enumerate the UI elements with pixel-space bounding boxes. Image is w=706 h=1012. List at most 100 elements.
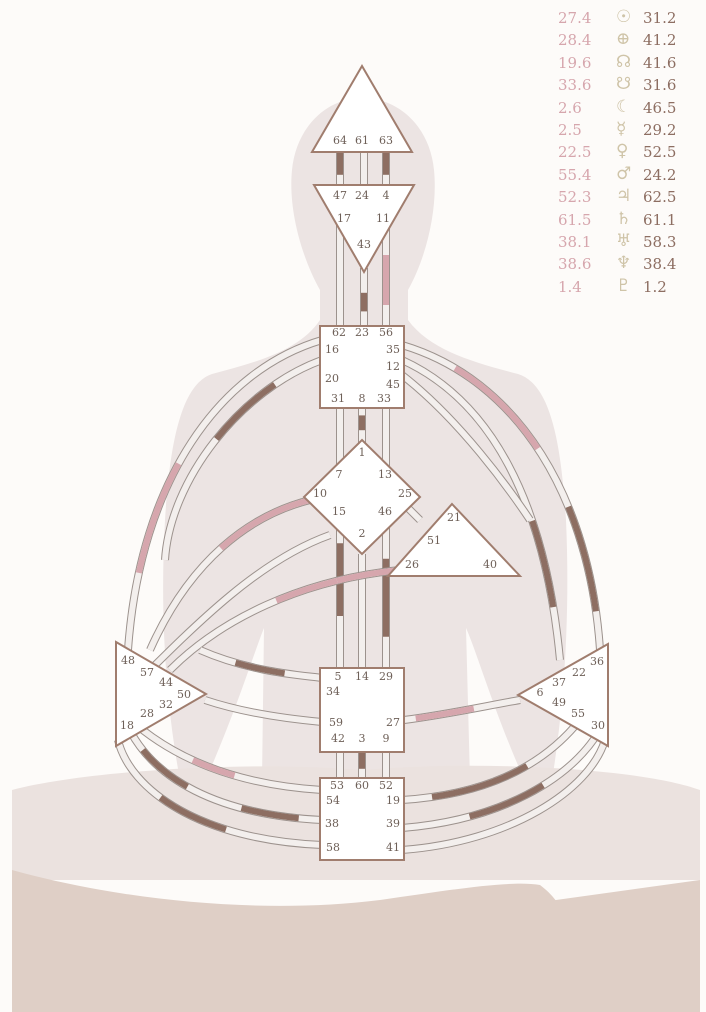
gate-number: 30 bbox=[591, 719, 605, 732]
gate-number: 51 bbox=[427, 534, 441, 547]
planet-row: 33.6 ☋ 31.6 bbox=[558, 76, 696, 98]
gate-number: 1 bbox=[359, 446, 366, 459]
gate-number: 25 bbox=[398, 487, 412, 500]
gate-number: 33 bbox=[377, 392, 391, 405]
design-value: 1.4 bbox=[558, 278, 582, 296]
gate-number: 41 bbox=[386, 841, 400, 854]
planet-row: 55.4 ♂ 24.2 bbox=[558, 166, 696, 188]
gate-number: 45 bbox=[386, 378, 400, 391]
planet-row: 38.1 ♅ 58.3 bbox=[558, 233, 696, 255]
gate-number: 27 bbox=[386, 716, 400, 729]
gate-number: 55 bbox=[571, 707, 585, 720]
saturn-icon: ♄ bbox=[616, 209, 631, 229]
gate-number: 3 bbox=[359, 732, 366, 745]
gate-number: 35 bbox=[386, 343, 400, 356]
design-value: 61.5 bbox=[558, 211, 591, 229]
gate-number: 38 bbox=[325, 817, 339, 830]
design-value: 19.6 bbox=[558, 54, 591, 72]
personality-value: 61.1 bbox=[643, 211, 676, 229]
planet-row: 2.5☿29.2 bbox=[558, 121, 696, 143]
gate-number: 7 bbox=[336, 468, 343, 481]
south-node-icon: ☋ bbox=[616, 74, 631, 94]
jupiter-icon: ♃ bbox=[616, 186, 631, 206]
gate-number: 15 bbox=[332, 505, 346, 518]
gate-number: 31 bbox=[331, 392, 345, 405]
north-node-icon: ☊ bbox=[616, 52, 631, 72]
uranus-icon: ♅ bbox=[616, 231, 631, 251]
gate-number: 6 bbox=[537, 686, 544, 699]
gate-number: 4 bbox=[383, 189, 390, 202]
gate-number: 26 bbox=[405, 558, 419, 571]
gate-number: 5 bbox=[335, 670, 342, 683]
earth-icon: ⊕ bbox=[616, 29, 630, 49]
gate-number: 11 bbox=[376, 212, 390, 225]
gate-number: 24 bbox=[355, 189, 369, 202]
gate-number: 56 bbox=[379, 326, 393, 339]
planet-row: 1.4♇1.2 bbox=[558, 278, 696, 300]
personality-value: 38.4 bbox=[643, 255, 676, 273]
gate-number: 62 bbox=[332, 326, 346, 339]
design-value: 38.6 bbox=[558, 255, 591, 273]
gate-number: 42 bbox=[331, 732, 345, 745]
gate-number: 58 bbox=[326, 841, 340, 854]
gate-number: 59 bbox=[329, 716, 343, 729]
ground bbox=[12, 870, 700, 1012]
personality-value: 31.2 bbox=[643, 9, 676, 27]
personality-value: 31.6 bbox=[643, 76, 676, 94]
gate-number: 47 bbox=[333, 189, 347, 202]
gate-number: 9 bbox=[383, 732, 390, 745]
gate-number: 14 bbox=[355, 670, 369, 683]
personality-value: 58.3 bbox=[643, 233, 676, 251]
gate-number: 20 bbox=[325, 372, 339, 385]
planet-row: 2.6☾46.5 bbox=[558, 99, 696, 121]
gate-number: 49 bbox=[552, 696, 566, 709]
gate-number: 22 bbox=[572, 666, 586, 679]
personality-value: 29.2 bbox=[643, 121, 676, 139]
gate-number: 23 bbox=[355, 326, 369, 339]
gate-number: 43 bbox=[357, 238, 371, 251]
gate-number: 29 bbox=[379, 670, 393, 683]
mercury-icon: ☿ bbox=[616, 119, 626, 139]
gate-number: 64 bbox=[333, 134, 347, 147]
gate-number: 44 bbox=[159, 676, 173, 689]
planet-row: 22.5 ♀ 52.5 bbox=[558, 143, 696, 165]
gate-number: 8 bbox=[359, 392, 366, 405]
gate-number: 60 bbox=[355, 779, 369, 792]
gate-number: 28 bbox=[140, 707, 154, 720]
design-value: 2.6 bbox=[558, 99, 582, 117]
gate-number: 39 bbox=[386, 817, 400, 830]
gate-number: 46 bbox=[378, 505, 392, 518]
planet-row: 38.6 ♆ 38.4 bbox=[558, 255, 696, 277]
gate-number: 36 bbox=[590, 655, 604, 668]
gate-number: 57 bbox=[140, 666, 154, 679]
pluto-icon: ♇ bbox=[616, 276, 631, 296]
mars-icon: ♂ bbox=[616, 164, 631, 184]
neptune-icon: ♆ bbox=[616, 253, 631, 273]
personality-value: 52.5 bbox=[643, 143, 676, 161]
personality-value: 24.2 bbox=[643, 166, 676, 184]
gate-number: 40 bbox=[483, 558, 497, 571]
design-value: 38.1 bbox=[558, 233, 591, 251]
gate-number: 32 bbox=[159, 698, 173, 711]
design-value: 22.5 bbox=[558, 143, 591, 161]
planet-row: 61.5 ♄ 61.1 bbox=[558, 211, 696, 233]
gate-number: 63 bbox=[379, 134, 393, 147]
gate-number: 10 bbox=[313, 487, 327, 500]
planet-row: 28.4⊕41.2 bbox=[558, 31, 696, 53]
gate-number: 61 bbox=[355, 134, 369, 147]
planet-row: 19.6☊41.6 bbox=[558, 54, 696, 76]
gate-number: 12 bbox=[386, 360, 400, 373]
design-value: 33.6 bbox=[558, 76, 591, 94]
design-value: 55.4 bbox=[558, 166, 591, 184]
personality-value: 62.5 bbox=[643, 188, 676, 206]
gate-number: 18 bbox=[120, 719, 134, 732]
gate-number: 37 bbox=[552, 676, 566, 689]
gate-number: 34 bbox=[326, 685, 340, 698]
gate-number: 13 bbox=[378, 468, 392, 481]
venus-icon: ♀ bbox=[616, 141, 628, 161]
gate-number: 54 bbox=[326, 794, 340, 807]
gate-number: 50 bbox=[177, 688, 191, 701]
gate-number: 2 bbox=[359, 527, 366, 540]
design-value: 28.4 bbox=[558, 31, 591, 49]
gate-number: 17 bbox=[337, 212, 351, 225]
